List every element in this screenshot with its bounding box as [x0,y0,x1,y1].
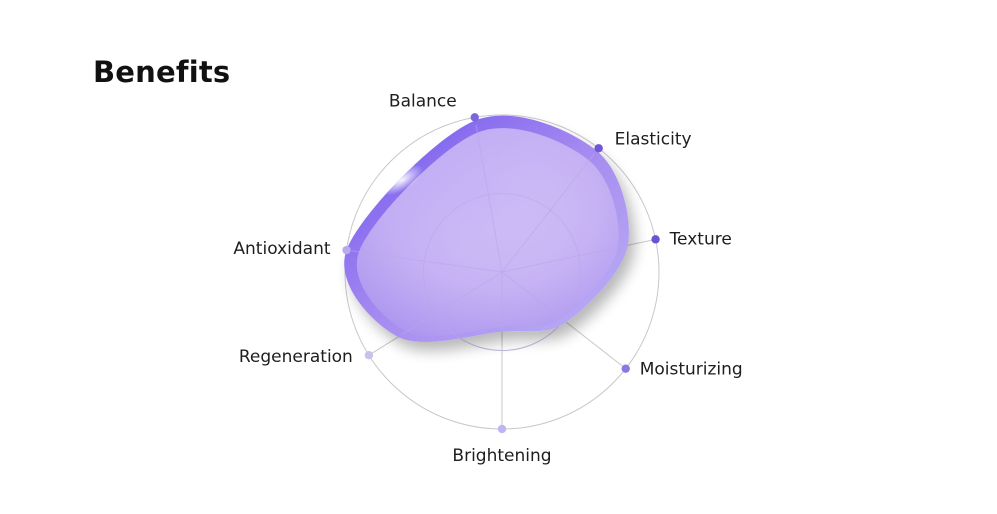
axis-marker-balance [470,113,479,122]
series-area-fill [356,128,619,337]
axis-label-elasticity: Elasticity [615,129,692,149]
axis-label-antioxidant: Antioxidant [233,239,330,259]
axis-marker-moisturizing [621,364,630,373]
grid-spoke-overlay-7 [351,250,503,273]
radar-series [344,115,629,351]
axis-label-balance: Balance [389,91,457,111]
grid-spoke-overlay-6 [400,271,503,336]
axis-label-brightening: Brightening [452,446,551,466]
axis-label-regeneration: Regeneration [239,347,353,367]
axis-marker-antioxidant [342,245,351,255]
series-gloss-highlight [380,164,424,196]
axis-label-moisturizing: Moisturizing [640,360,743,380]
radar-markers [342,113,660,434]
grid-spoke-overlay-4 [501,271,565,322]
axis-marker-elasticity [594,144,603,153]
page-title: Benefits [93,55,231,89]
axis-marker-texture [651,235,660,244]
grid-spoke-overlay-2 [501,154,595,273]
axis-marker-brightening [497,424,507,434]
grid-spoke-overlay-3 [501,245,625,273]
radar-labels: BalanceElasticityTextureMoisturizingBrig… [233,91,742,466]
axis-label-texture: Texture [669,229,732,249]
grid-spoke-overlay-1 [475,124,503,273]
grid-ring-overlay [423,193,581,351]
series-blob-group [344,115,629,342]
axis-marker-regeneration [364,350,374,360]
